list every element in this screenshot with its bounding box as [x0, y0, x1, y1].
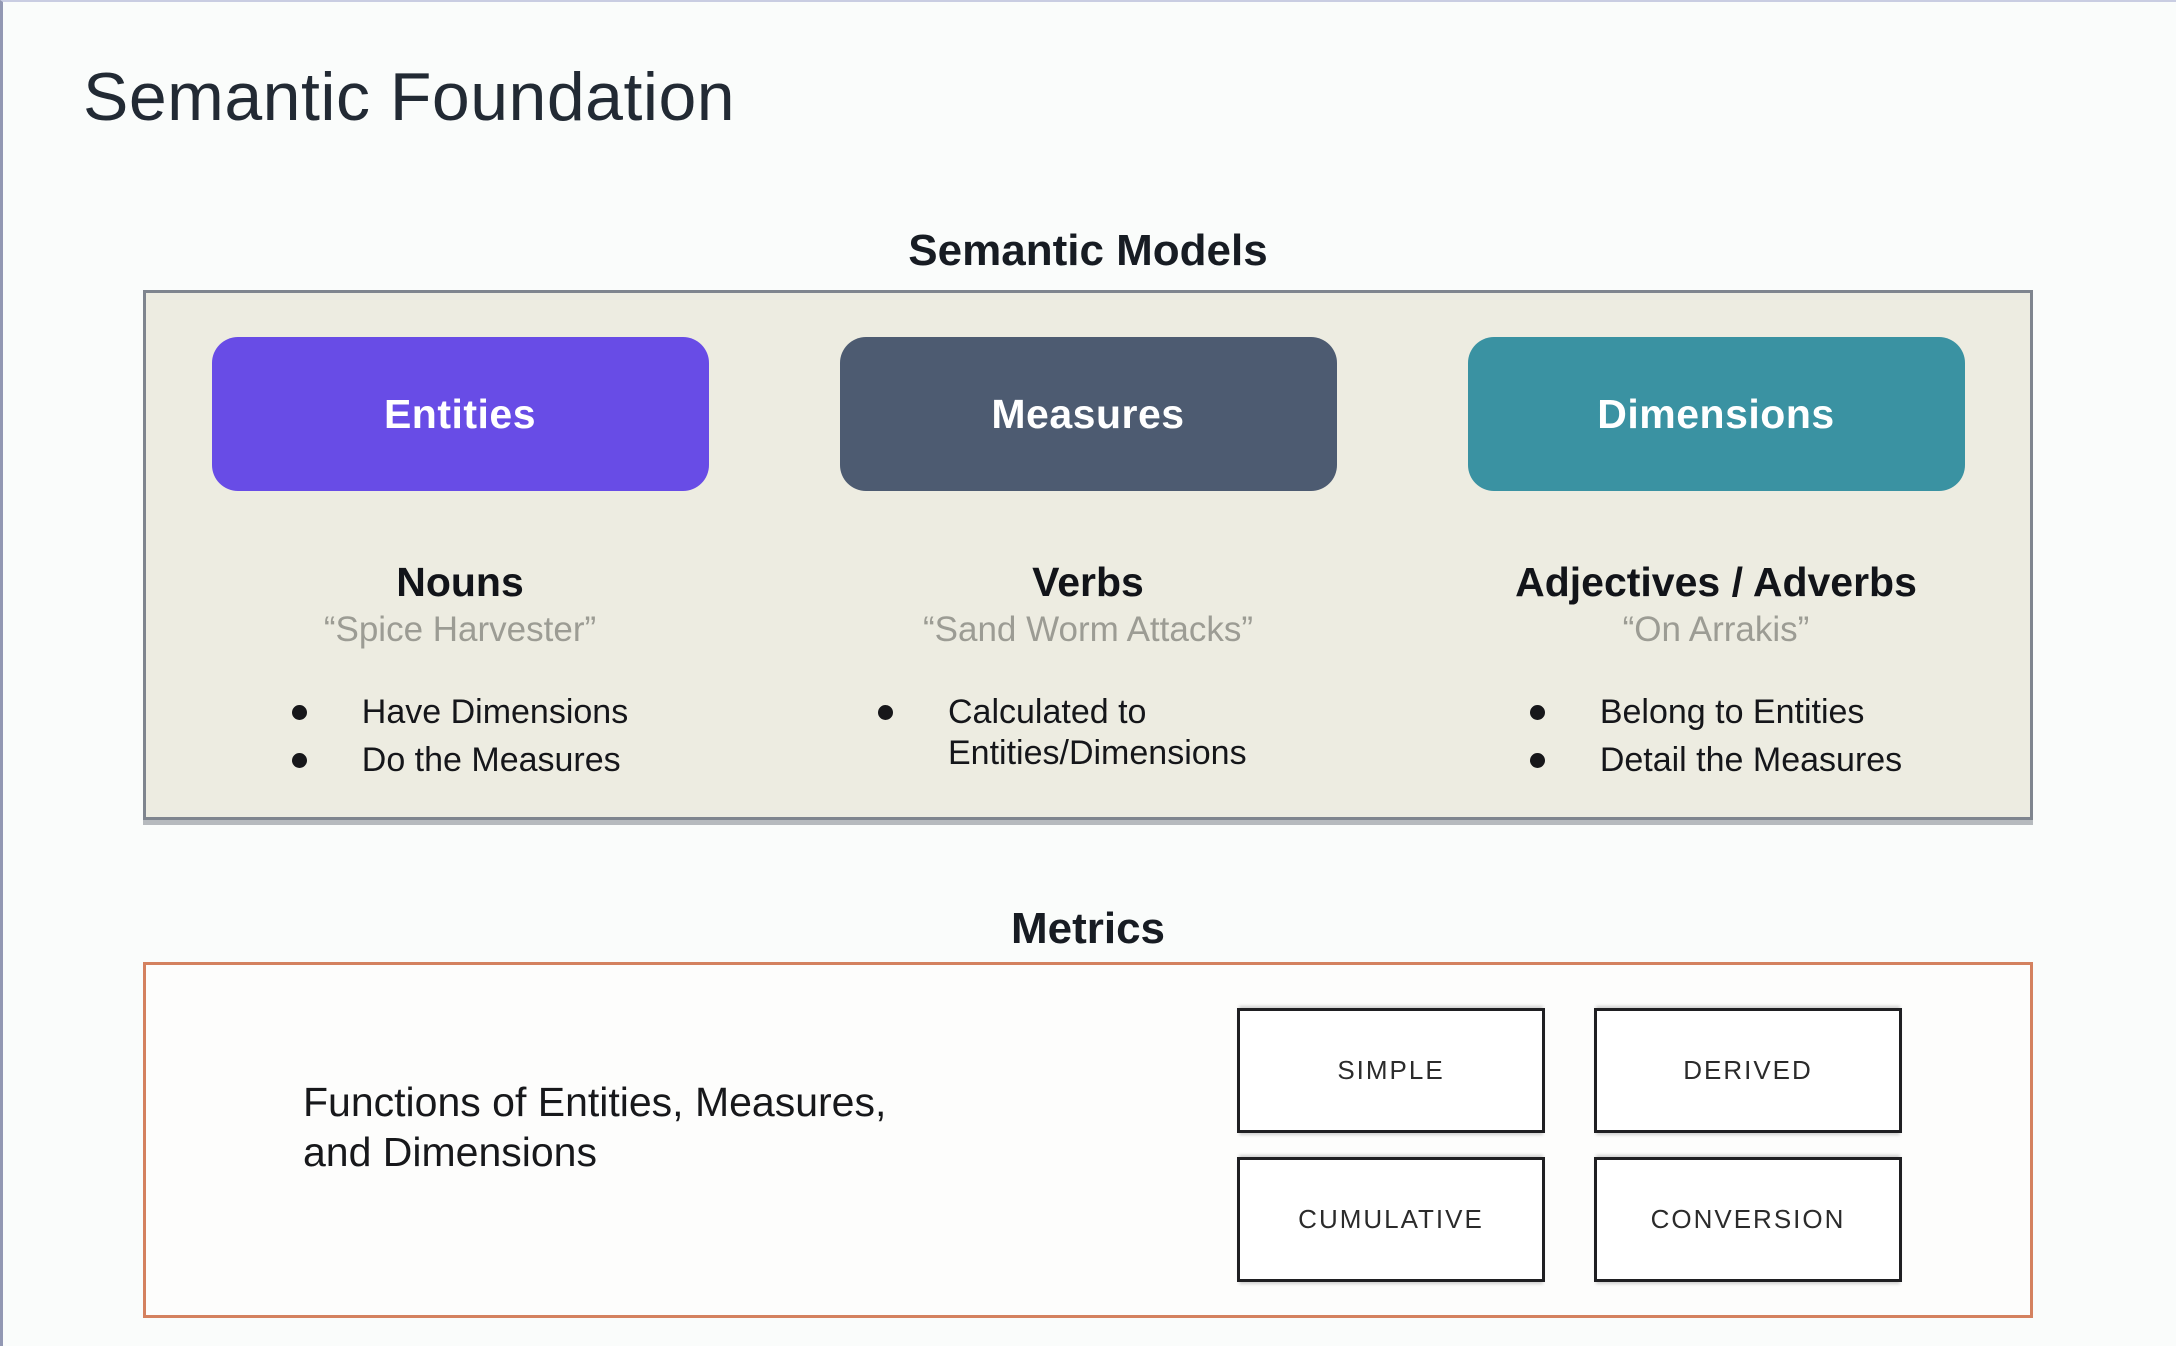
metric-type-box-derived: DERIVED — [1594, 1008, 1902, 1133]
semantic-column-dimensions: Dimensions Adjectives / Adverbs “On Arra… — [1402, 293, 2030, 817]
list-item: Do the Measures — [291, 740, 628, 781]
bullet-label: Detail the Measures — [1599, 741, 1903, 779]
entities-pill: Entities — [211, 337, 709, 491]
bullet-icon — [1529, 705, 1545, 720]
list-item: Detail the Measures — [1529, 740, 1903, 781]
metric-type-box-simple: SIMPLE — [1237, 1008, 1545, 1133]
metric-type-box-cumulative: CUMULATIVE — [1237, 1157, 1545, 1282]
list-item: Have Dimensions — [291, 692, 629, 733]
semantic-models-heading: Semantic Models — [908, 226, 1268, 275]
dimensions-pill: Dimensions — [1467, 337, 1965, 491]
dimensions-example: “On Arrakis” — [1622, 610, 1810, 649]
measures-pill: Measures — [839, 337, 1337, 491]
metrics-description-line1: Functions of Entities, Measures, — [303, 1079, 887, 1125]
semantic-column-measures: Measures Verbs “Sand Worm Attacks” Calcu… — [774, 293, 1402, 817]
page-title: Semantic Foundation — [83, 59, 736, 135]
measures-bullet-list: Calculated to Entities/Dimensions — [878, 692, 1298, 781]
list-item: Belong to Entities — [1529, 692, 1902, 733]
metric-types-grid: SIMPLE DERIVED CUMULATIVE CONVERSION — [1237, 1008, 1902, 1282]
semantic-column-entities: Entities Nouns “Spice Harvester” Have Di… — [146, 293, 774, 817]
metric-type-box-conversion: CONVERSION — [1594, 1157, 1902, 1282]
entities-bullet-list: Have Dimensions Do the Measures — [291, 692, 629, 788]
entities-part-of-speech: Nouns — [396, 559, 524, 605]
dimensions-part-of-speech: Adjectives / Adverbs — [1515, 559, 1917, 605]
bullet-label: Calculated to Entities/Dimensions — [948, 693, 1247, 772]
measures-example: “Sand Worm Attacks” — [922, 610, 1253, 649]
entities-example: “Spice Harvester” — [323, 610, 597, 649]
metrics-description-line2: and Dimensions — [303, 1129, 597, 1175]
bullet-label: Do the Measures — [361, 741, 621, 779]
list-item: Calculated to Entities/Dimensions — [878, 692, 1298, 774]
bullet-icon — [291, 705, 307, 720]
bullet-label: Have Dimensions — [361, 693, 629, 731]
dimensions-bullet-list: Belong to Entities Detail the Measures — [1529, 692, 1903, 788]
bullet-label: Belong to Entities — [1599, 693, 1865, 731]
bullet-icon — [1529, 753, 1545, 768]
bullet-icon — [291, 753, 307, 768]
semantic-models-panel: Entities Nouns “Spice Harvester” Have Di… — [143, 290, 2033, 820]
metrics-description: Functions of Entities, Measures, and Dim… — [303, 1077, 886, 1177]
metrics-panel: Functions of Entities, Measures, and Dim… — [143, 962, 2033, 1318]
measures-part-of-speech: Verbs — [1032, 559, 1144, 605]
metrics-heading: Metrics — [1010, 904, 1166, 953]
bullet-icon — [878, 705, 893, 720]
